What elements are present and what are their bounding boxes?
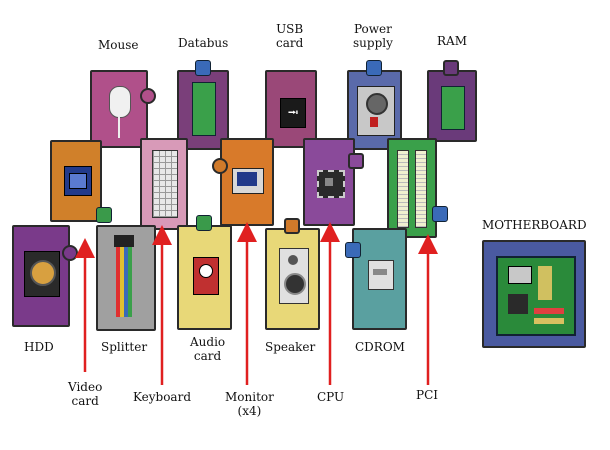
hdd-drive-icon bbox=[24, 251, 60, 297]
monitor-label-line1: Monitor bbox=[225, 390, 274, 404]
cpu-label: CPU bbox=[317, 390, 345, 404]
pci-slot-icon bbox=[397, 150, 409, 228]
keyboard-label: Keyboard bbox=[133, 390, 192, 404]
cdrom-tile[interactable] bbox=[352, 228, 407, 330]
cpu-tab-icon bbox=[348, 153, 364, 169]
mouse-tab-icon bbox=[140, 88, 156, 104]
audio-card-label-line1: Audio bbox=[190, 335, 226, 349]
splitter-cable-icon bbox=[116, 247, 132, 317]
power-supply-label-line1: Power bbox=[353, 22, 392, 36]
ram-tab-icon bbox=[443, 60, 459, 76]
speaker-icon bbox=[279, 248, 309, 304]
speaker-tile[interactable] bbox=[265, 228, 320, 330]
video-card-tile[interactable] bbox=[50, 140, 102, 222]
speaker-label: Speaker bbox=[265, 340, 316, 354]
power-supply-label: Power supply bbox=[353, 22, 393, 50]
monitor-icon bbox=[232, 168, 264, 194]
video-card-icon bbox=[64, 166, 92, 196]
mouse-label: Mouse bbox=[98, 38, 139, 52]
mouse-tile[interactable] bbox=[90, 70, 148, 148]
ram-chip-icon bbox=[441, 86, 465, 130]
usb-card-label-line1: USB bbox=[276, 22, 304, 36]
monitor-label-line2: (x4) bbox=[237, 404, 262, 418]
databus-circuit-icon bbox=[192, 82, 216, 136]
audio-card-label: Audio card bbox=[190, 335, 225, 363]
mouse-icon bbox=[109, 86, 131, 118]
usb-card-label: USB card bbox=[276, 22, 303, 50]
speaker-tab-icon bbox=[284, 218, 300, 234]
motherboard-board-icon bbox=[496, 256, 576, 336]
splitter-label: Splitter bbox=[101, 340, 148, 354]
cdrom-drive-icon bbox=[368, 260, 394, 290]
video-card-label-line1: Video bbox=[68, 380, 103, 394]
hdd-label: HDD bbox=[24, 340, 54, 354]
monitor-label: Monitor (x4) bbox=[225, 390, 274, 418]
hdd-tile[interactable] bbox=[12, 225, 70, 327]
video-card-label-line2: card bbox=[71, 394, 99, 408]
audio-card-icon bbox=[193, 257, 219, 295]
pci-label: PCI bbox=[416, 388, 438, 402]
power-supply-label-line2: supply bbox=[353, 36, 393, 50]
video-card-label: Video card bbox=[68, 380, 102, 408]
cdrom-tab-icon bbox=[345, 242, 361, 258]
ram-label: RAM bbox=[437, 34, 467, 48]
keyboard-tile[interactable] bbox=[140, 138, 188, 230]
mouse-cable bbox=[118, 116, 120, 138]
splitter-tile[interactable] bbox=[96, 225, 156, 331]
splitter-connector-icon bbox=[114, 235, 134, 247]
pci-slot-icon-2 bbox=[415, 150, 427, 228]
usb-card-tile[interactable]: ⭲ bbox=[265, 70, 317, 148]
audio-card-tab-icon bbox=[196, 215, 212, 231]
usb-card-label-line2: card bbox=[276, 36, 304, 50]
power-supply-tile[interactable] bbox=[347, 70, 402, 150]
monitor-tab-icon bbox=[212, 158, 228, 174]
databus-tab-icon bbox=[195, 60, 211, 76]
keyboard-icon bbox=[152, 150, 178, 218]
databus-label: Databus bbox=[178, 36, 229, 50]
cpu-tile[interactable] bbox=[303, 138, 355, 226]
power-supply-icon bbox=[357, 86, 395, 136]
video-card-tab-icon bbox=[96, 207, 112, 223]
usb-port-icon: ⭲ bbox=[280, 98, 306, 128]
pci-tile[interactable] bbox=[387, 138, 437, 238]
pci-tab-icon bbox=[432, 206, 448, 222]
motherboard-tile[interactable] bbox=[482, 240, 586, 348]
power-supply-tab-icon bbox=[366, 60, 382, 76]
audio-card-label-line2: card bbox=[193, 349, 222, 363]
cpu-chip-icon bbox=[317, 170, 345, 198]
motherboard-label: MOTHERBOARD bbox=[482, 218, 587, 232]
cdrom-label: CDROM bbox=[355, 340, 405, 354]
